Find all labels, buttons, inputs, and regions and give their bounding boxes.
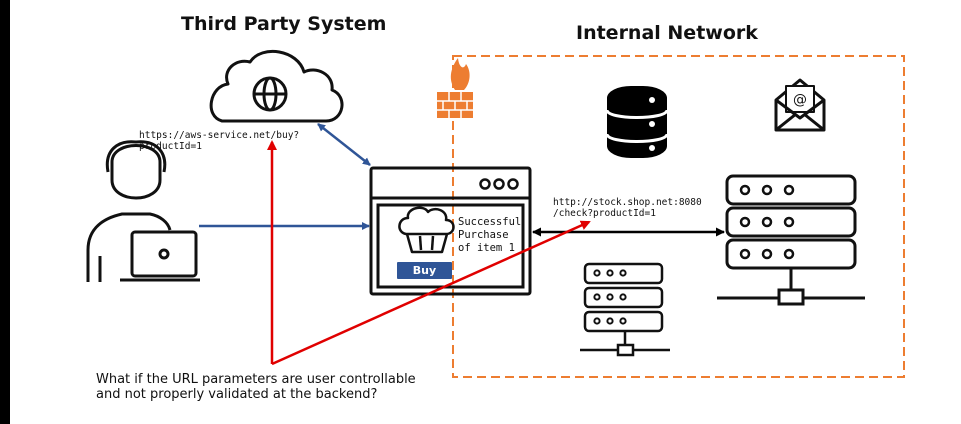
firewall-icon (437, 58, 473, 118)
purchase-line3: of item 1 (458, 242, 515, 254)
browser-dots (479, 178, 519, 190)
email-icon: @ (774, 78, 826, 132)
server-small-icon (580, 262, 670, 357)
database-icon (605, 86, 669, 158)
purchase-line2: Purchase (458, 229, 509, 241)
svg-text:@: @ (793, 92, 807, 108)
cupcake-icon (398, 206, 455, 254)
server-large-icon (717, 174, 865, 306)
purchase-line1: Successful (458, 216, 522, 228)
stock-url-line2: /check?productId=1 (553, 208, 656, 219)
purchase-message: Successful Purchase of item 1 (458, 216, 521, 255)
stock-url-line1: http://stock.shop.net:8080 (553, 197, 702, 208)
question-text: What if the URL parameters are user cont… (96, 372, 416, 402)
cloud-globe-icon (209, 50, 344, 123)
left-edge-bar (0, 0, 10, 424)
browser-window (369, 166, 532, 296)
cloud-browser-arrow (317, 123, 371, 166)
aws-url-label: https://aws-service.net/buy? productId=1 (139, 130, 299, 152)
aws-url-line1: https://aws-service.net/buy? (139, 130, 300, 141)
buy-button[interactable]: Buy (397, 262, 452, 279)
third-party-title: Third Party System (181, 13, 387, 35)
stock-url-label: http://stock.shop.net:8080 /check?produc… (553, 197, 702, 219)
internal-network-title: Internal Network (576, 22, 758, 44)
internal-network-boundary (452, 55, 905, 378)
user-laptop-icon (86, 140, 200, 282)
aws-url-line2: productId=1 (139, 141, 202, 152)
red-arrow-to-stock-param (271, 220, 591, 366)
